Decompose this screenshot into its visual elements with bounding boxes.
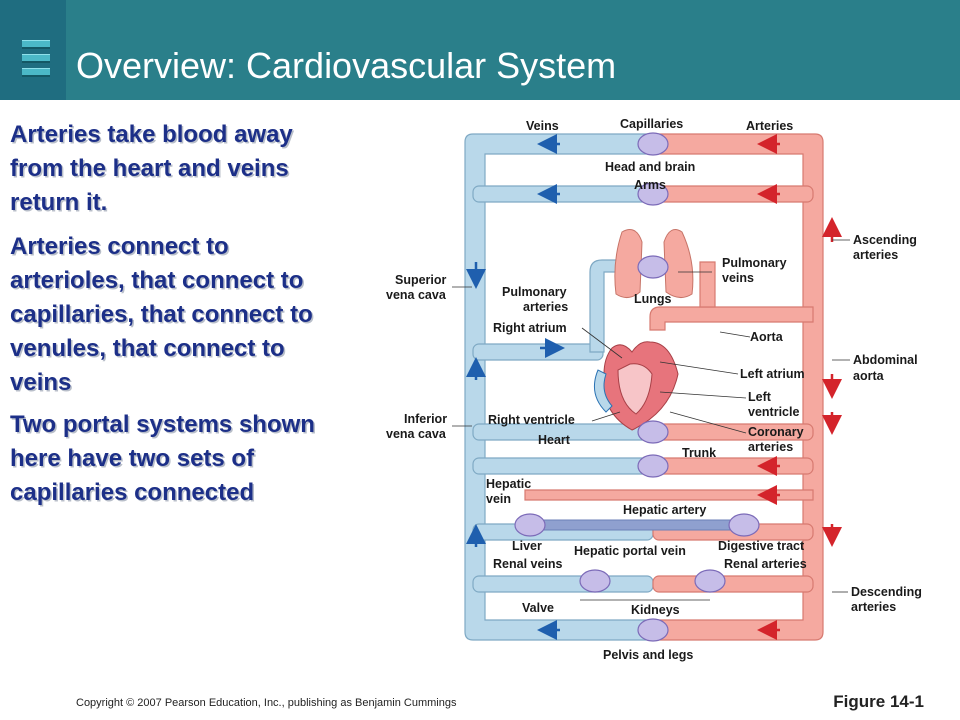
slide-title: Overview: Cardiovascular System [76, 45, 617, 86]
label-ascending: Ascending [853, 233, 917, 247]
figure-label: Figure 14-1 [833, 692, 924, 711]
hepatic-portal-vein [531, 519, 743, 531]
label-pulmonary-arteries-2: arteries [523, 300, 568, 314]
label-hepatic-vein-2: vein [486, 492, 511, 506]
label-left-atrium: Left atrium [740, 367, 805, 381]
label-veins: Veins [526, 119, 559, 133]
label-lungs: Lungs [634, 292, 672, 306]
label-aorta: Aorta [750, 330, 784, 344]
label-ivc-2: vena cava [386, 427, 447, 441]
bullet-item: Two portal systems shown here have two s… [10, 411, 315, 506]
bullet-item: Arteries take blood away from the heart … [10, 121, 293, 216]
label-ivc: Inferior [404, 412, 447, 426]
slide-header: Overview: Cardiovascular System [0, 0, 960, 100]
heart-shape [593, 341, 679, 431]
lungs-shape [614, 229, 694, 298]
label-arteries: Arteries [746, 119, 793, 133]
label-heart: Heart [538, 433, 571, 447]
label-left-ventricle: Left [748, 390, 772, 404]
label-descending: Descending [851, 585, 922, 599]
label-hepatic-artery: Hepatic artery [623, 503, 706, 517]
leader-lines [452, 239, 850, 601]
label-trunk: Trunk [682, 446, 716, 460]
label-descending-2: arteries [851, 600, 896, 614]
label-liver: Liver [512, 539, 542, 553]
cardiovascular-diagram: Veins Capillaries Arteries Head and brai… [360, 112, 960, 668]
label-valve: Valve [522, 601, 554, 615]
header-tab [0, 0, 66, 100]
menu-icon[interactable] [22, 40, 50, 86]
label-coronary: Coronary [748, 425, 804, 439]
label-svc: Superior [395, 273, 447, 287]
label-right-ventricle: Right ventricle [488, 413, 575, 427]
label-svc-2: vena cava [386, 288, 447, 302]
label-hepatic-portal-vein: Hepatic portal vein [574, 544, 686, 558]
label-right-atrium: Right atrium [493, 321, 567, 335]
label-digestive-tract: Digestive tract [718, 539, 805, 553]
bullet-item: Arteries connect to arterioles, that con… [10, 233, 313, 396]
label-arms: Arms [634, 178, 666, 192]
label-pulmonary-veins-2: veins [722, 271, 754, 285]
venous-flow-arrows [466, 134, 565, 640]
label-abdominal-2: aorta [853, 369, 885, 383]
diagram-labels: Veins Capillaries Arteries Head and brai… [386, 117, 922, 662]
label-renal-veins: Renal veins [493, 557, 563, 571]
capillary-beds [514, 132, 760, 642]
label-ascending-2: arteries [853, 248, 898, 262]
label-hepatic-vein: Hepatic [486, 477, 531, 491]
copyright-notice: Copyright © 2007 Pearson Education, Inc.… [76, 697, 457, 709]
label-head-brain: Head and brain [605, 160, 695, 174]
label-renal-arteries: Renal arteries [724, 557, 807, 571]
bullet-list: Arteries take blood away from the heart … [10, 118, 330, 520]
label-abdominal: Abdominal [853, 353, 918, 367]
label-left-ventricle-2: ventricle [748, 405, 799, 419]
label-kidneys: Kidneys [631, 603, 680, 617]
label-pulmonary-arteries: Pulmonary [502, 285, 567, 299]
arterial-flow-arrows [757, 134, 842, 640]
label-coronary-2: arteries [748, 440, 793, 454]
label-capillaries: Capillaries [620, 117, 683, 131]
label-pelvis-legs: Pelvis and legs [603, 648, 693, 662]
label-pulmonary-veins: Pulmonary [722, 256, 787, 270]
